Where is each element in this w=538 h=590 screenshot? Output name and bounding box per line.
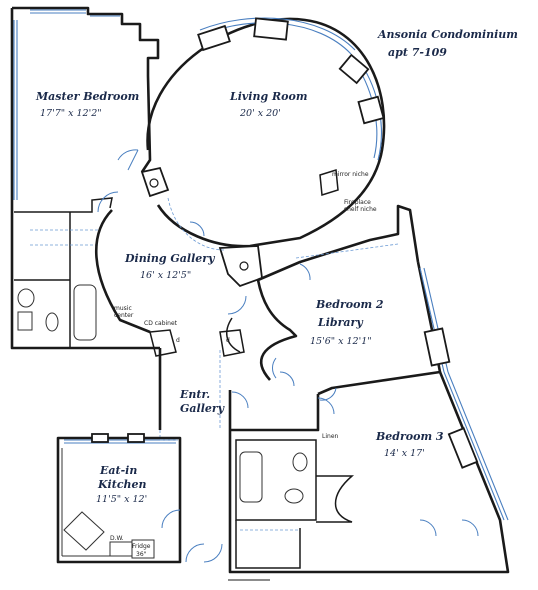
linen-label: Linen bbox=[322, 433, 339, 440]
music-center-label2: center bbox=[114, 312, 134, 319]
master-bedroom-walls bbox=[10, 6, 160, 350]
kitchen-name: Eat-in bbox=[99, 464, 137, 477]
closet-d-label-1: d bbox=[176, 337, 180, 344]
dining-gallery-size: 16' x 12'5" bbox=[140, 270, 191, 281]
closet-d-label-2: d bbox=[226, 337, 230, 344]
master-bathtub bbox=[73, 284, 97, 341]
living-room-pier-right bbox=[338, 53, 370, 85]
shelf-niche-label: shelf niche bbox=[344, 206, 377, 213]
cd-cabinet-label: CD cabinet bbox=[144, 320, 178, 327]
living-room-pier-top bbox=[253, 17, 289, 41]
kitchen-size: 11'5" x 12' bbox=[96, 494, 147, 505]
entry-gallery-name: Entr. bbox=[179, 388, 210, 401]
fireplace-label: Fireplace bbox=[344, 199, 371, 206]
kitchen-pier-1 bbox=[91, 433, 109, 443]
living-room-pier-left bbox=[197, 24, 231, 52]
master-toilet bbox=[45, 312, 59, 332]
kitchen-pier-2 bbox=[127, 433, 145, 443]
master-vanity bbox=[17, 311, 33, 331]
music-center-label: music bbox=[114, 305, 132, 312]
living-room-pier-right2 bbox=[357, 95, 385, 125]
bedroom3-walls bbox=[228, 371, 510, 574]
building-name: Ansonia Condominium bbox=[377, 28, 518, 41]
entry-gallery-walls bbox=[158, 348, 295, 430]
column-2 bbox=[218, 245, 263, 288]
mirror-niche-label: mirror niche bbox=[332, 171, 369, 178]
dining-gallery-walls bbox=[94, 197, 225, 334]
fireplace-box bbox=[319, 169, 339, 196]
fridge-label: Fridge bbox=[132, 543, 151, 550]
dining-gallery-name: Dining Gallery bbox=[124, 252, 216, 265]
living-room-name: Living Room bbox=[229, 90, 307, 103]
master-sink bbox=[17, 288, 35, 308]
unit-number: apt 7-109 bbox=[388, 46, 447, 59]
bedroom3-size: 14' x 17' bbox=[384, 448, 425, 459]
kitchen-table bbox=[63, 511, 105, 551]
master-bedroom-size: 17'7" x 12'2" bbox=[40, 108, 102, 119]
master-bedroom-name: Master Bedroom bbox=[35, 90, 139, 103]
dw-label: D.W. bbox=[110, 535, 124, 542]
fridge-size-label: 36" bbox=[136, 551, 147, 558]
bedroom3-toilet bbox=[284, 488, 304, 504]
bedroom3-bathtub bbox=[239, 451, 263, 503]
entry-closets bbox=[149, 295, 247, 440]
bedroom2-pier bbox=[423, 327, 451, 367]
bedroom2-name2: Library bbox=[317, 316, 364, 329]
bedroom3-sink bbox=[292, 452, 308, 472]
entry-gallery-name2: Gallery bbox=[180, 402, 226, 415]
bedroom2-walls bbox=[256, 204, 451, 401]
column-1 bbox=[140, 166, 170, 198]
kitchen-name2: Kitchen bbox=[97, 478, 147, 491]
living-room-walls bbox=[117, 17, 386, 248]
kitchen-walls bbox=[56, 433, 223, 564]
bedroom3-name: Bedroom 3 bbox=[375, 430, 444, 443]
bedroom3-pier bbox=[447, 427, 479, 469]
bedroom2-size: 15'6" x 12'1" bbox=[310, 336, 372, 347]
kitchen-fridge bbox=[131, 539, 155, 559]
bedroom2-name: Bedroom 2 bbox=[315, 298, 384, 311]
living-room-size: 20' x 20' bbox=[239, 108, 281, 119]
kitchen-dishwasher bbox=[109, 541, 133, 557]
